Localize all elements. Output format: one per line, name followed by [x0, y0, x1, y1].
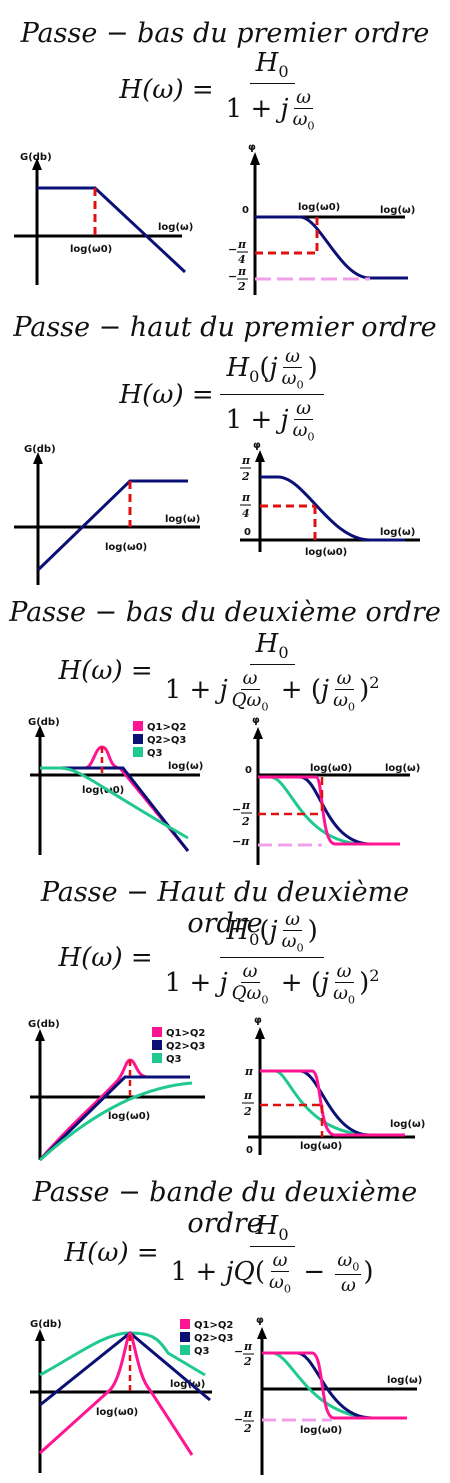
- section-title: Passe − Haut du deuxième ordre: [40, 877, 410, 939]
- log-w0-label: log(ω0): [300, 1425, 342, 1436]
- svg-text:−: −: [234, 1413, 243, 1426]
- phase-plot: φ 0 log(ω0) log(ω) −π 2 −π: [232, 715, 420, 865]
- log-w-label: log(ω): [168, 761, 203, 772]
- svg-text:4: 4: [238, 253, 246, 266]
- legend-q3: Q3: [147, 748, 163, 759]
- log-w-label: log(ω): [380, 527, 415, 538]
- gain-axis-label: G(db): [24, 444, 56, 455]
- log-w-label: log(ω): [158, 222, 193, 233]
- legend-swatch-q3: [133, 747, 143, 757]
- log-w0-label: log(ω0): [305, 547, 347, 558]
- gain-axis-label: G(db): [28, 717, 60, 728]
- legend-q3: Q3: [194, 1346, 210, 1357]
- legend-q1: Q1>Q2: [166, 1028, 205, 1039]
- section-title: Passe − bas du deuxième ordre: [9, 597, 441, 628]
- log-w0-label: log(ω0): [310, 763, 352, 774]
- gain-axis-label: G(db): [28, 1019, 60, 1030]
- section-title: Passe − haut du premier ordre: [13, 312, 437, 343]
- phase-axis-label: φ: [248, 142, 256, 153]
- svg-text:−: −: [228, 270, 237, 283]
- svg-text:π: π: [237, 265, 247, 278]
- gain-plot: G(db) log(ω) log(ω0): [14, 444, 200, 585]
- svg-text:π: π: [241, 799, 251, 812]
- legend-swatch-q3: [152, 1053, 162, 1063]
- svg-text:0: 0: [246, 1145, 253, 1156]
- gain-plot: G(db) log(ω) log(ω0): [14, 152, 193, 285]
- svg-text:4: 4: [242, 507, 250, 520]
- svg-text:π: π: [243, 1340, 253, 1353]
- log-w-label: log(ω): [385, 763, 420, 774]
- legend-q1: Q1>Q2: [147, 722, 186, 733]
- svg-text:2: 2: [243, 1422, 252, 1435]
- gain-plot: G(db) log(ω) log(ω0) Q1>Q2 Q2>Q3 Q3: [30, 1319, 233, 1473]
- legend-swatch-q1: [152, 1027, 162, 1037]
- phase-plot: φ π π 2 0 log(ω) log(ω0): [242, 1015, 425, 1156]
- legend-q2: Q2>Q3: [194, 1333, 233, 1344]
- svg-text:−: −: [228, 243, 237, 256]
- legend-swatch-q3: [180, 1345, 190, 1355]
- svg-text:2: 2: [243, 1105, 252, 1118]
- section-title: Passe − bande du deuxième ordre: [32, 1177, 418, 1239]
- legend-swatch-q2: [180, 1332, 190, 1342]
- legend-q2: Q2>Q3: [147, 735, 186, 746]
- svg-text:0: 0: [245, 765, 252, 776]
- log-w0-label: log(ω0): [82, 785, 124, 796]
- section-lowpass-1: Passe − bas du premier ordre H(ω) = H0 1…: [0, 0, 450, 300]
- svg-text:0: 0: [244, 527, 251, 538]
- legend-swatch-q1: [180, 1319, 190, 1329]
- legend-swatch-q2: [152, 1040, 162, 1050]
- gain-axis-label: G(db): [30, 1319, 62, 1330]
- svg-text:π: π: [241, 454, 251, 467]
- log-w-label: log(ω): [387, 1375, 422, 1386]
- svg-text:π: π: [243, 1089, 253, 1102]
- legend-q2: Q2>Q3: [166, 1041, 205, 1052]
- svg-text:0: 0: [242, 205, 249, 216]
- svg-text:−: −: [232, 803, 241, 816]
- section-title: Passe − bas du premier ordre: [20, 18, 430, 49]
- log-w-label: log(ω): [390, 1119, 425, 1130]
- svg-text:−π: −π: [232, 835, 250, 848]
- svg-text:2: 2: [241, 815, 250, 828]
- phase-axis-label: φ: [256, 1315, 264, 1326]
- legend-q1: Q1>Q2: [194, 1320, 233, 1331]
- log-w-label: log(ω): [170, 1379, 205, 1390]
- section-lowpass-2: Passe − bas du deuxième ordre H(ω) = H0 …: [0, 595, 450, 880]
- svg-text:π: π: [241, 491, 251, 504]
- phase-axis-label: φ: [252, 715, 260, 726]
- gain-axis-label: G(db): [20, 152, 52, 163]
- svg-text:2: 2: [237, 280, 246, 293]
- log-w0-label: log(ω0): [96, 1407, 138, 1418]
- phase-plot: φ −π 2 −π 2 log(ω) log(ω0): [234, 1315, 422, 1475]
- gain-plot: G(db) log(ω) log(ω0) Q1>Q2 Q2>Q3 Q3: [28, 717, 203, 855]
- log-w0-label: log(ω0): [108, 1111, 150, 1122]
- log-w-label: log(ω): [380, 205, 415, 216]
- svg-text:π: π: [237, 238, 247, 251]
- log-w-label: log(ω): [165, 514, 200, 525]
- log-w0-label: log(ω0): [105, 542, 147, 553]
- phase-axis-label: φ: [254, 1015, 262, 1026]
- legend-q3: Q3: [166, 1054, 182, 1065]
- svg-text:π: π: [244, 1065, 254, 1078]
- log-w0-label: log(ω0): [70, 244, 112, 255]
- svg-text:π: π: [243, 1407, 253, 1420]
- section-highpass-1: Passe − haut du premier ordre H(ω) = H0(…: [0, 300, 450, 600]
- svg-text:−: −: [234, 1345, 243, 1358]
- svg-text:2: 2: [243, 1355, 252, 1368]
- gain-plot: G(db) log(ω0) Q1>Q2 Q2>Q3 Q3: [28, 1019, 205, 1162]
- section-highpass-2: Passe − Haut du deuxième ordre H(ω) = H0…: [0, 875, 450, 1180]
- log-w0-label: log(ω0): [298, 202, 340, 213]
- phase-plot: φ 0 log(ω0) log(ω) −π 4 −π 2: [228, 142, 415, 295]
- phase-axis-label: φ: [253, 440, 261, 451]
- log-w0-label: log(ω0): [300, 1141, 342, 1152]
- legend-swatch-q1: [133, 721, 143, 731]
- legend-swatch-q2: [133, 734, 143, 744]
- svg-text:2: 2: [241, 470, 250, 483]
- section-bandpass-2: Passe − bande du deuxième ordre H(ω) = H…: [0, 1175, 450, 1483]
- phase-plot: φ π 2 π 4 0 log(ω) log(ω0): [240, 440, 420, 558]
